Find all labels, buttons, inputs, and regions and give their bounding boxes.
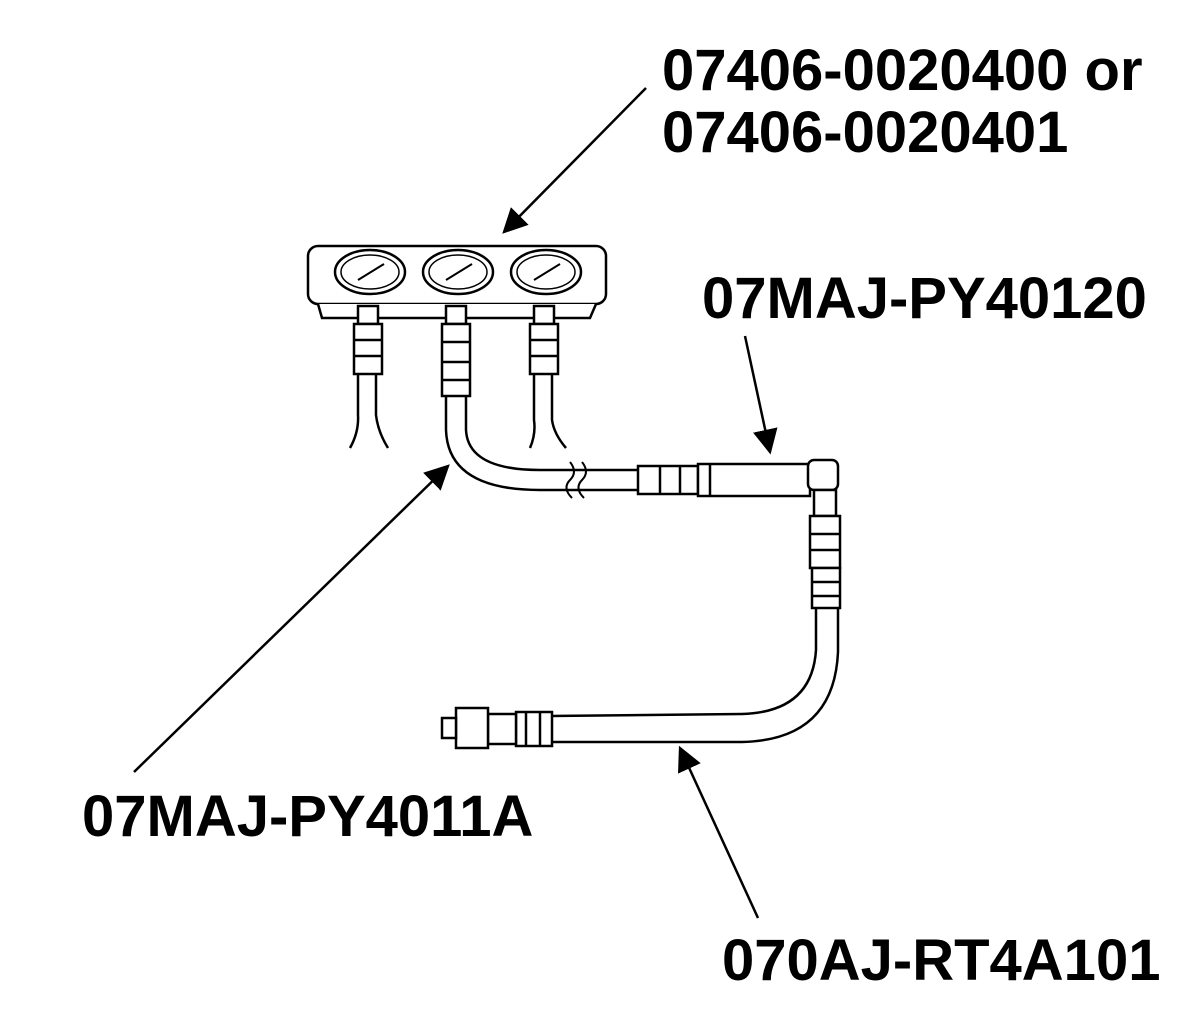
label-gauge-set: 07406-0020400 or 07406-0020401 bbox=[662, 40, 1143, 164]
gauge-dial-left bbox=[333, 248, 407, 296]
label-gauge-set-line1: 07406-0020400 or bbox=[662, 38, 1143, 103]
gauge-hose-right bbox=[528, 304, 567, 449]
label-hose-upper: 07MAJ-PY40120 bbox=[702, 266, 1147, 331]
gauge-hose-left bbox=[348, 304, 390, 449]
label-hose-lower: 070AJ-RT4A101 bbox=[722, 928, 1161, 993]
arrow-gauge-set bbox=[502, 87, 647, 234]
adapter-07maj-py40120 bbox=[696, 458, 842, 570]
hose-07maj-py4011a bbox=[440, 304, 700, 499]
label-gauge-set-line2: 07406-0020401 bbox=[662, 100, 1069, 165]
label-hose-left: 07MAJ-PY4011A bbox=[82, 784, 534, 849]
arrow-py4011a bbox=[133, 464, 450, 773]
hose-070aj-rt4a101 bbox=[440, 566, 842, 750]
leader-arrows bbox=[133, 87, 778, 919]
gauge-dial-middle bbox=[421, 248, 495, 296]
arrow-py40120 bbox=[743, 335, 778, 455]
arrow-rt4a101 bbox=[678, 745, 760, 919]
gauge-dial-right bbox=[509, 248, 583, 296]
